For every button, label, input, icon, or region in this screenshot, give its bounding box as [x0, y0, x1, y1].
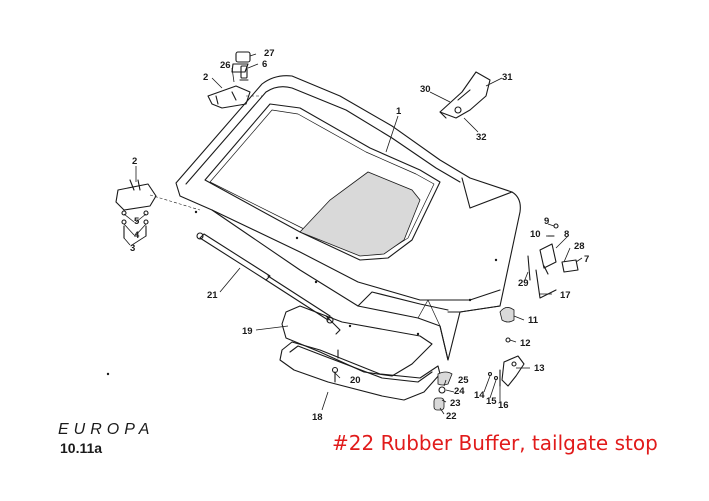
callout-26: 26 — [220, 60, 231, 71]
callout-8: 8 — [564, 229, 569, 240]
callout-6: 6 — [262, 59, 267, 70]
callout-7: 7 — [584, 254, 589, 265]
callout-19: 19 — [242, 326, 253, 337]
lock-bracket — [487, 355, 525, 387]
tailgate-assembly — [106, 75, 521, 376]
lock-mechanism — [527, 223, 579, 299]
callout-18: 18 — [312, 412, 323, 423]
callout-29: 29 — [518, 278, 529, 289]
callout-31: 31 — [502, 72, 513, 83]
callout-3: 3 — [130, 243, 135, 254]
part-caption: #22 Rubber Buffer, tailgate stop — [332, 431, 658, 455]
callout-15: 15 — [486, 396, 497, 407]
callout-13: 13 — [534, 363, 545, 374]
callout-1: 1 — [396, 106, 402, 117]
callout-22: 22 — [446, 411, 457, 422]
callout-10: 10 — [530, 229, 541, 240]
diagram-code: 10.11a — [60, 440, 103, 456]
callout-16: 16 — [498, 400, 509, 411]
callout-14: 14 — [474, 390, 485, 401]
callout-12: 12 — [520, 338, 531, 349]
upper-hinge — [207, 51, 251, 109]
callout-5: 5 — [134, 216, 140, 227]
europa-logo: EUROPA — [58, 421, 155, 438]
callout-24: 24 — [454, 386, 465, 397]
leader-lines — [123, 53, 583, 415]
buffer-stack — [433, 371, 453, 411]
striker-hinge — [439, 71, 491, 119]
callout-30: 30 — [420, 84, 431, 95]
callout-32: 32 — [476, 132, 487, 143]
callout-labels: 1 2 2 3 4 5 6 7 8 9 10 11 12 13 14 15 16… — [130, 48, 589, 423]
callout-21: 21 — [207, 290, 218, 301]
callout-20: 20 — [350, 375, 361, 386]
callout-25: 25 — [458, 375, 469, 386]
seal-frame — [279, 341, 441, 401]
callout-4: 4 — [134, 230, 140, 241]
callout-27: 27 — [264, 48, 275, 59]
gas-strut — [196, 232, 341, 335]
callout-17: 17 — [560, 290, 571, 301]
callout-28: 28 — [574, 241, 585, 252]
callout-23: 23 — [450, 398, 461, 409]
callout-2-top: 2 — [203, 72, 208, 83]
callout-11: 11 — [528, 315, 539, 326]
callout-2-left: 2 — [132, 156, 137, 167]
latch — [499, 307, 515, 343]
callout-9: 9 — [544, 216, 549, 227]
